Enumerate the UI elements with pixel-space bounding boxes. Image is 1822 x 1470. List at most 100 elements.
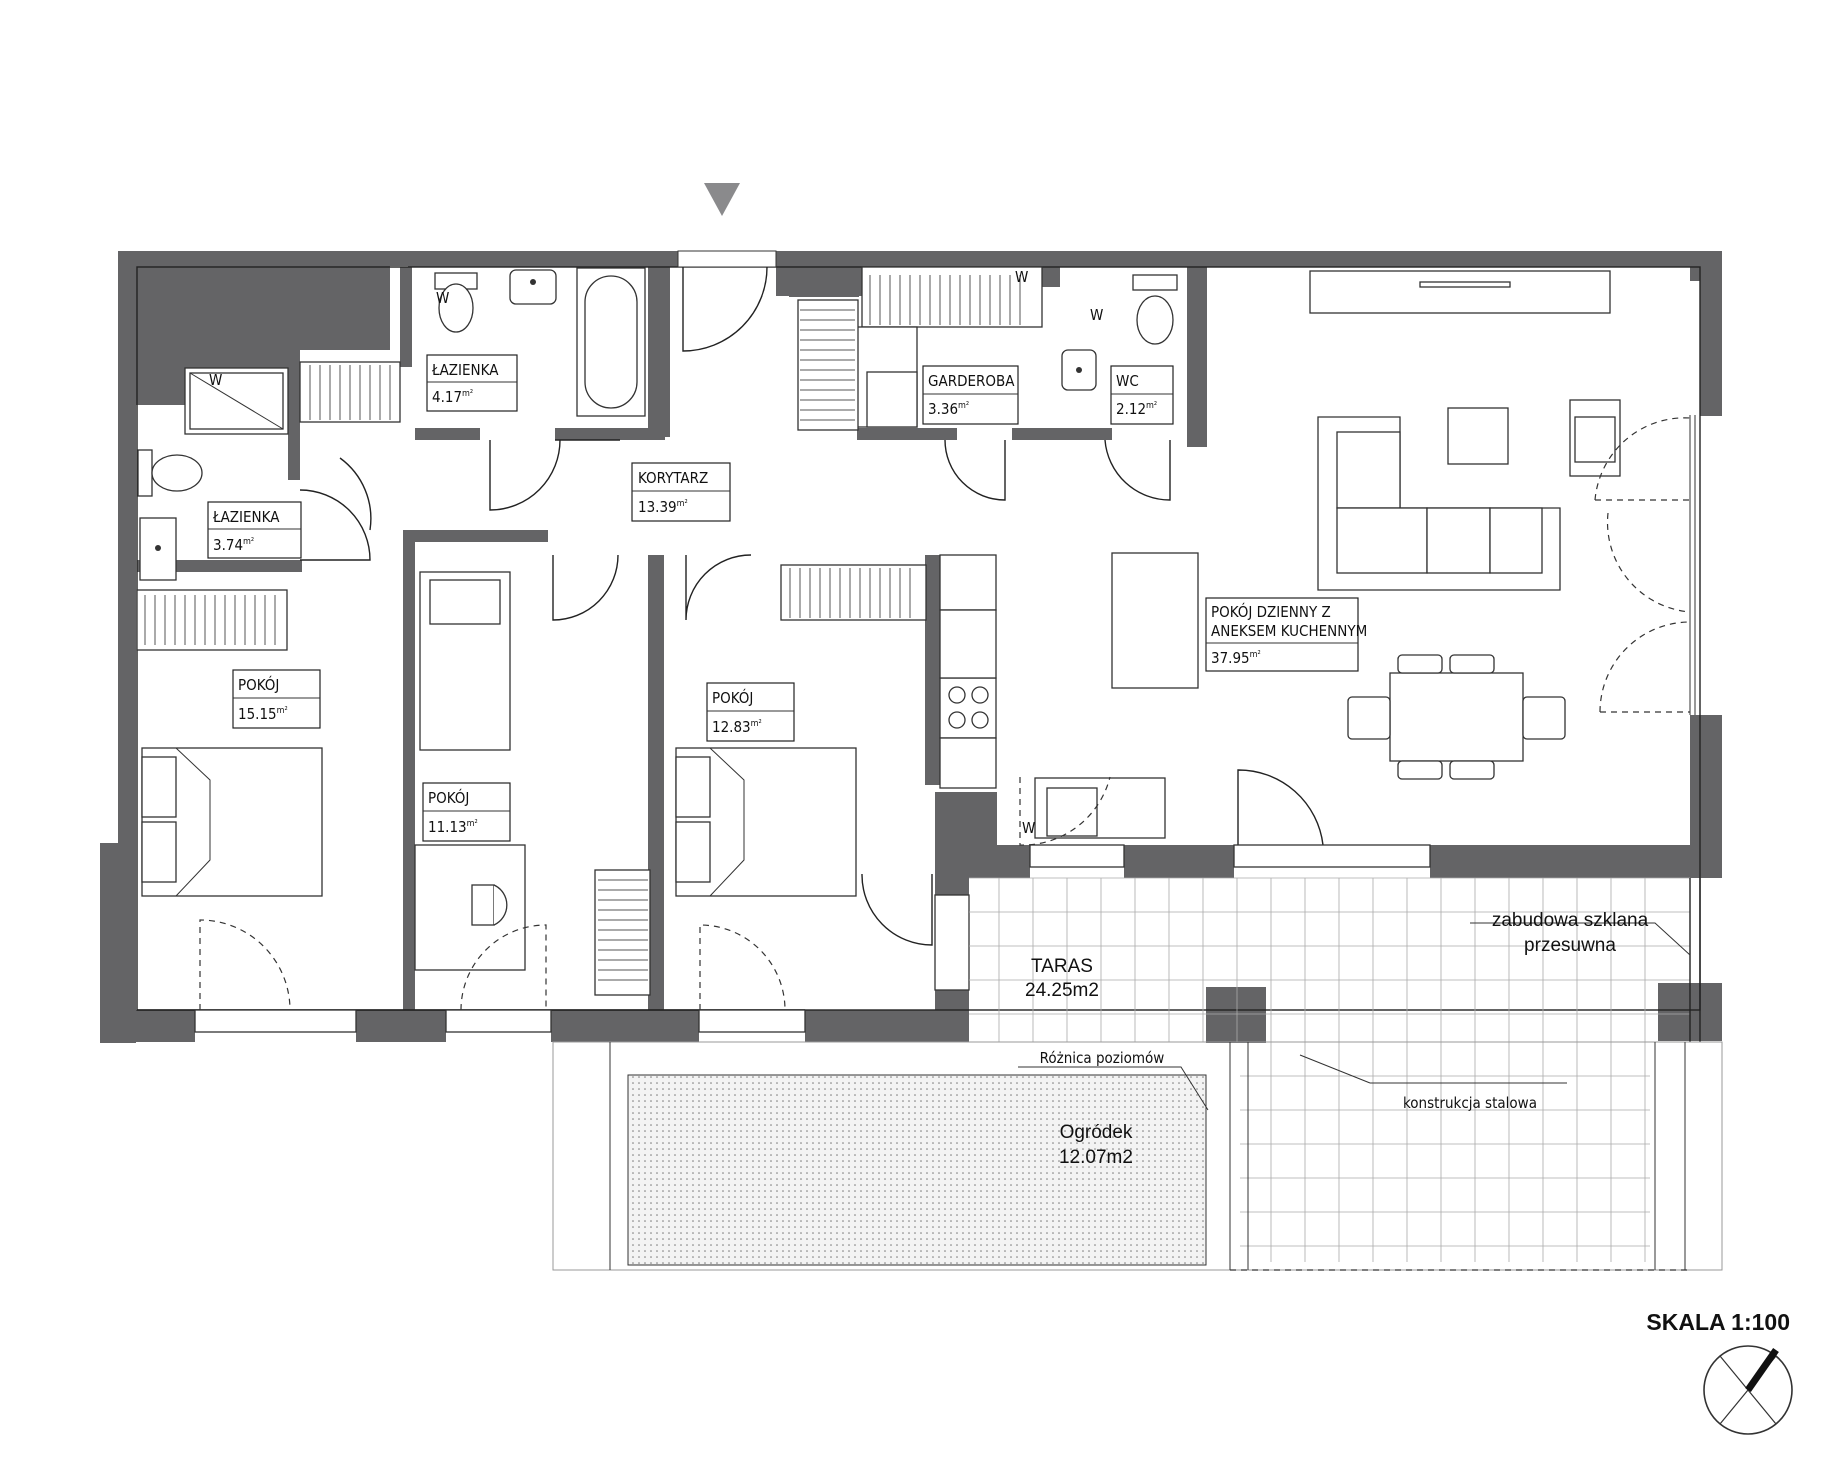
sink-icon-wc (1061, 349, 1097, 391)
room-area-korytarz: 13.39 (638, 498, 677, 516)
water-markers: W W W W W (209, 268, 1103, 837)
bath2-west-wall (400, 267, 412, 367)
kitchen-island (1111, 552, 1199, 689)
kitchen-partition (925, 555, 940, 785)
bath2-east-wall (648, 267, 670, 437)
svg-text:15.15m²: 15.15m² (238, 705, 288, 723)
taras-name: TARAS (1031, 956, 1093, 977)
bath1-east-wall (288, 360, 300, 480)
room-unit-lazienka-1: m² (243, 537, 254, 547)
right-wall-upper (1700, 251, 1722, 416)
svg-text:3.74m²: 3.74m² (213, 536, 254, 554)
room-unit-wc: m² (1146, 401, 1157, 411)
top-wall-east (776, 251, 1720, 267)
bathtub-icon (576, 267, 646, 417)
scale-label: SKALA 1:100 (1646, 1309, 1790, 1335)
bedroom-partition-wall (648, 555, 664, 1012)
table-icon (1389, 672, 1524, 762)
north-compass-icon (1703, 1345, 1793, 1435)
bath2-bottom-wall-b (555, 428, 665, 440)
room-labels: ŁAZIENKA 4.17m² ŁAZIENKA 3.74m² KORYTARZ… (207, 354, 1367, 842)
left-lower-wall (100, 843, 136, 1043)
room-area-wc: 2.12 (1116, 400, 1146, 418)
kitchen-counter-2 (939, 737, 997, 789)
svg-text:4.17m²: 4.17m² (432, 388, 473, 406)
room-area-dzienny: 37.95 (1211, 649, 1250, 667)
water-marker-2: W (209, 371, 222, 389)
room-area-garderoba: 3.36 (928, 400, 958, 418)
desk-icon (414, 844, 526, 971)
toilet-icon-wc (1132, 274, 1178, 345)
wc-east-wall (1187, 267, 1207, 447)
note-steel: konstrukcja stalowa (1403, 1094, 1537, 1112)
sink-icon-bath1 (139, 517, 177, 581)
tv-icon (1419, 281, 1511, 288)
bed-icon-2 (675, 747, 857, 897)
room-area-lazienka-2: 4.17 (432, 388, 462, 406)
room-unit-pokoj-2: m² (467, 819, 478, 829)
bedroom2-west-wall (403, 530, 415, 1010)
room-name-pokoj-3: POKÓJ (712, 688, 753, 707)
room-unit-garderoba: m² (958, 401, 969, 411)
wc-west-corner (1040, 267, 1060, 287)
tv-unit (1309, 270, 1611, 314)
svg-text:13.39m²: 13.39m² (638, 498, 688, 516)
stove-icon (939, 677, 997, 739)
bedroom2-top-wall (403, 530, 548, 542)
room-name-lazienka-2: ŁAZIENKA (431, 361, 499, 379)
bathroom-bottom-wall (935, 845, 1030, 878)
chair-icon (1347, 654, 1566, 780)
bed-icon-3 (419, 571, 511, 751)
room-name-pokoj-2: POKÓJ (428, 788, 469, 807)
kitchen-partition-cap (925, 555, 940, 575)
leader-lines (1018, 922, 1691, 1111)
shower-tray-icon (1046, 787, 1098, 837)
ogrodek-name: Ogródek (1060, 1122, 1133, 1143)
wardrobe-hatch (144, 275, 1021, 981)
annotations: zabudowa szklana przesuwna Różnica pozio… (1040, 910, 1649, 1112)
water-marker-4: W (1090, 306, 1103, 324)
room-name-lazienka-1: ŁAZIENKA (212, 508, 280, 526)
kitchen-fridge (939, 554, 997, 611)
bath2-bottom-wall-a (415, 428, 480, 440)
shower-icon (184, 367, 289, 435)
bedroom1-top-wall (137, 560, 302, 572)
room-unit-pokoj-1: m² (277, 706, 288, 716)
room-name-wc: WC (1116, 372, 1139, 390)
living-bottom-wall-a (1124, 845, 1234, 878)
armchair-icon (1569, 399, 1621, 477)
room-unit-lazienka-2: m² (462, 389, 473, 399)
room-area-pokoj-3: 12.83 (712, 718, 751, 736)
note-level-diff: Różnica poziomów (1040, 1049, 1165, 1067)
svg-text:37.95m²: 37.95m² (1211, 649, 1261, 667)
bed-icon (141, 747, 323, 897)
room-unit-dzienny: m² (1250, 650, 1261, 660)
kitchen-counter (939, 609, 997, 679)
note-glass-line2: przesuwna (1524, 935, 1616, 956)
left-wall-block (100, 251, 390, 1042)
svg-text:11.13m²: 11.13m² (428, 818, 478, 836)
room-area-pokoj-1: 15.15 (238, 705, 277, 723)
hall-upper-block (789, 267, 859, 297)
water-marker-1: W (436, 289, 449, 307)
sofa-icon (1317, 416, 1561, 591)
living-bottom-wall-c (1435, 845, 1722, 878)
ogrodek-area: 12.07m2 (1059, 1147, 1133, 1168)
ogrodek (552, 1041, 1723, 1271)
coffee-table (1447, 407, 1509, 465)
sink-icon (509, 269, 557, 305)
room-unit-pokoj-3: m² (751, 719, 762, 729)
water-marker-3: W (1015, 268, 1028, 286)
room-area-pokoj-2: 11.13 (428, 818, 467, 836)
taras-area: 24.25m2 (1025, 980, 1099, 1001)
entrance-door[interactable] (677, 250, 777, 352)
toilet-icon (434, 272, 478, 333)
windows (194, 844, 1431, 1033)
svg-text:2.12m²: 2.12m² (1116, 400, 1157, 418)
room-area-lazienka-1: 3.74 (213, 536, 243, 554)
room-name-dzienny-2: ANEKSEM KUCHENNYM (1211, 622, 1367, 640)
taras-column (1206, 987, 1266, 1043)
room-unit-korytarz: m² (677, 499, 688, 509)
doors[interactable] (199, 417, 1691, 1011)
